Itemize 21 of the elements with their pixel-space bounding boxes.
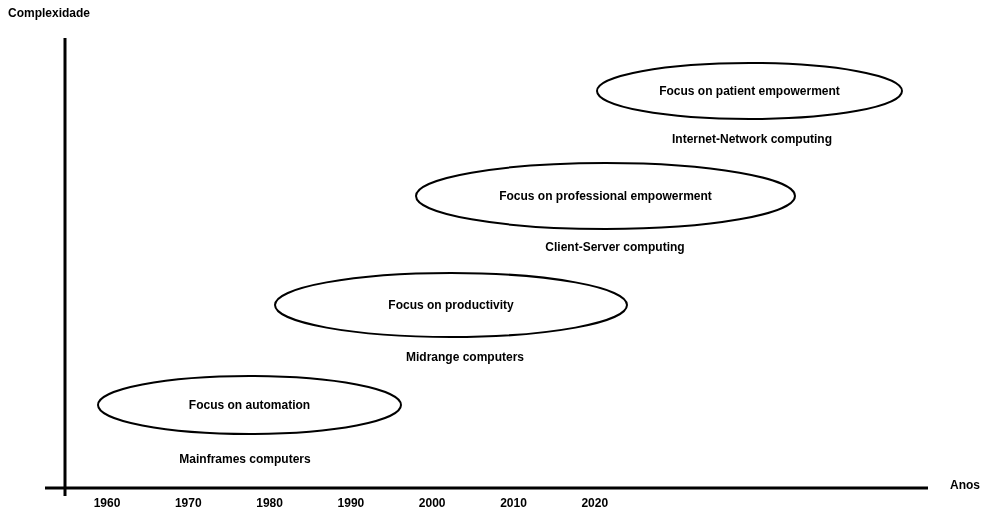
tick-label: 2000 (418, 496, 446, 508)
tick-label: 1970 (174, 496, 202, 508)
ellipse (415, 162, 796, 230)
ellipse (97, 375, 402, 435)
tick-label: 2010 (500, 496, 527, 508)
tick-label: 1960 (93, 496, 121, 508)
ellipse (596, 62, 903, 120)
era-caption: Midrange computers (406, 350, 524, 364)
ellipse-label: Focus on automation (187, 398, 312, 412)
ellipse-label: Focus on professional empowerment (498, 189, 713, 203)
era-caption: Client-Server computing (545, 240, 685, 254)
ellipse-label: Focus on patient empowerment (658, 84, 841, 98)
tick-label: 1990 (337, 496, 365, 508)
tick-label: 2020 (581, 496, 609, 508)
era-caption: Internet-Network computing (672, 132, 832, 146)
axis-title: Complexidade (8, 6, 91, 20)
era-caption: Mainframes computers (179, 452, 311, 466)
ellipse-label: Focus on productivity (387, 298, 515, 312)
ellipse (274, 272, 628, 338)
axis-title: Anos (950, 478, 980, 492)
tick-label: 1980 (256, 496, 283, 508)
